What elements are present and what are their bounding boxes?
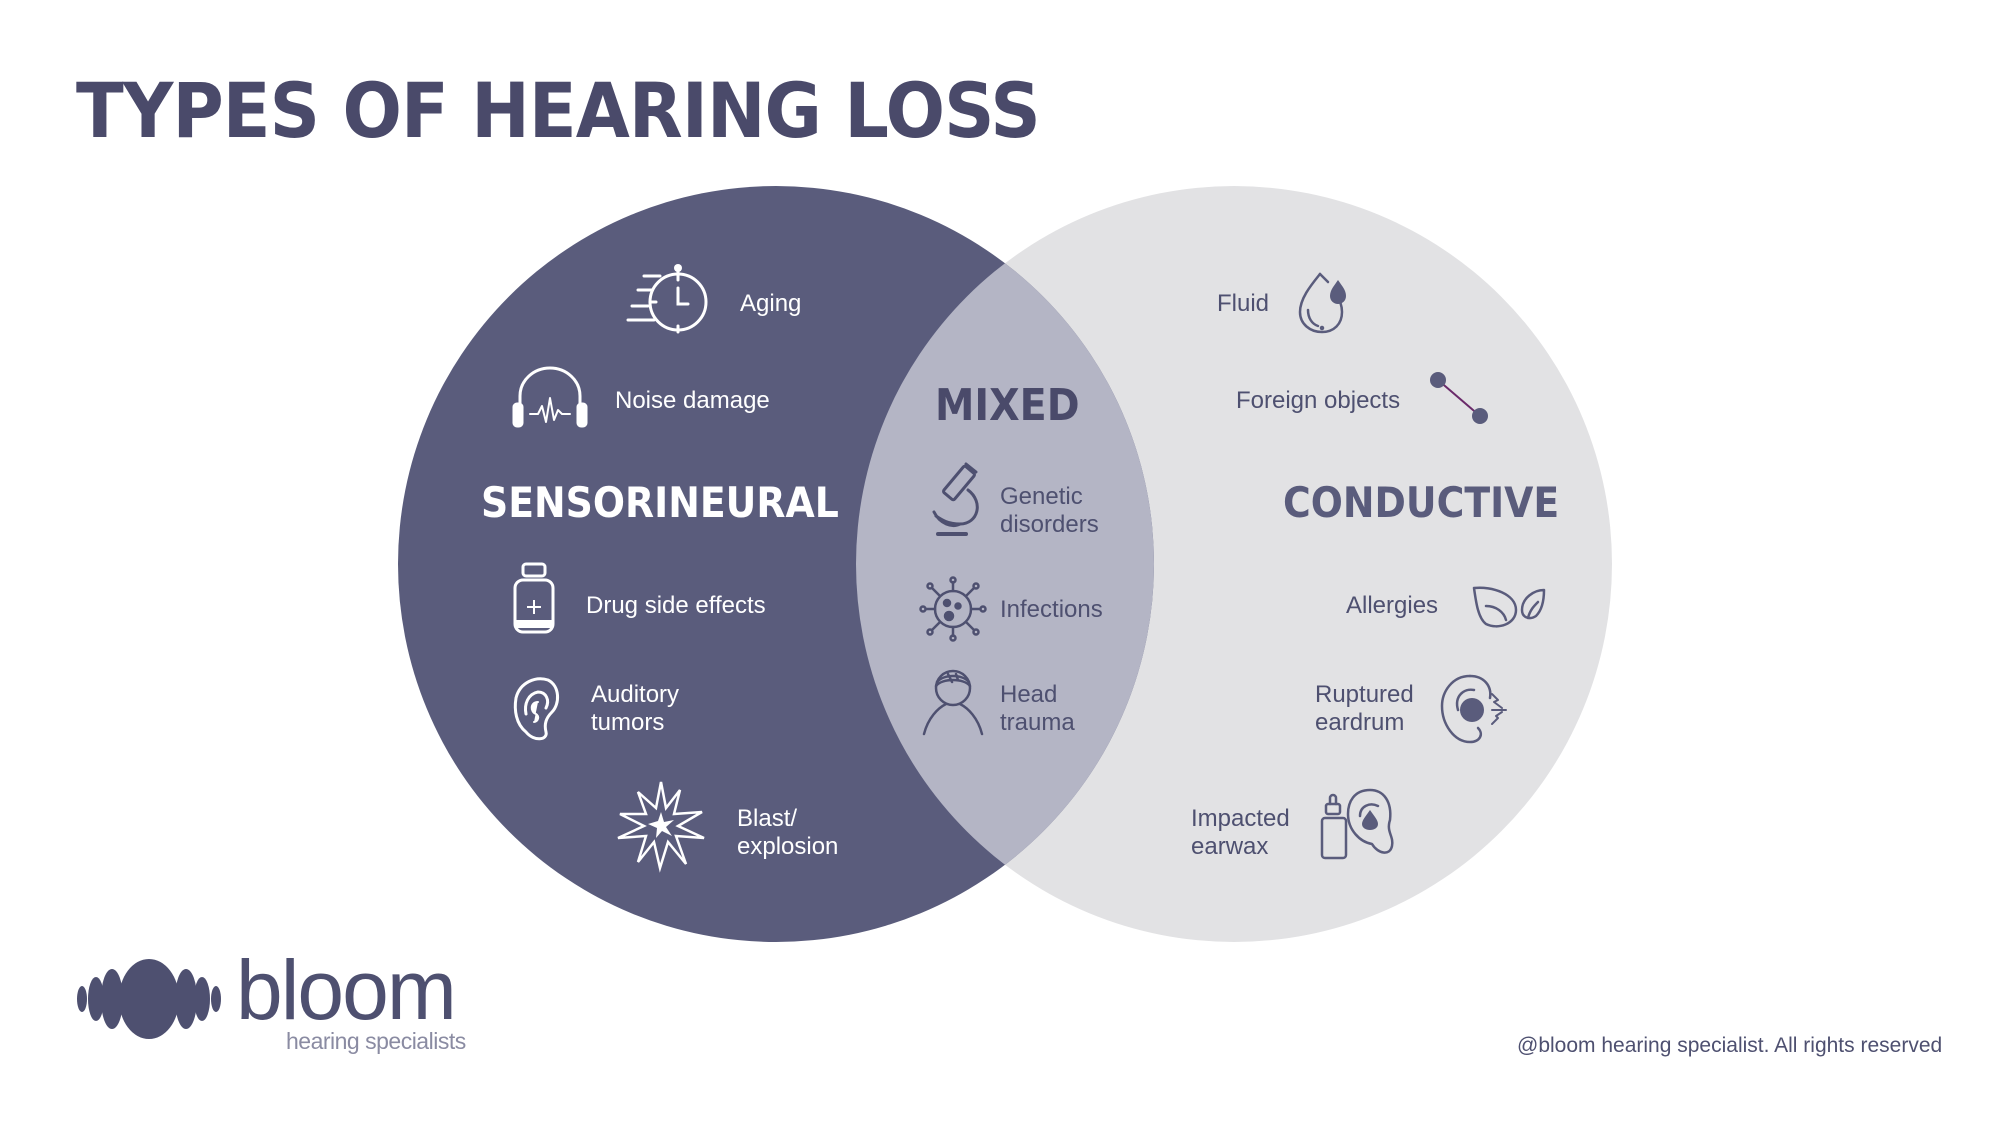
leaves-icon — [1472, 584, 1546, 630]
label-impacted-earwax: Impacted earwax — [1191, 805, 1290, 860]
label-noise-damage: Noise damage — [615, 387, 770, 414]
sensorineural-heading: SENSORINEURAL — [481, 478, 839, 527]
conductive-heading: CONDUCTIVE — [1283, 478, 1560, 527]
ear-icon — [512, 674, 562, 742]
ruptured-ear-icon — [1440, 672, 1514, 746]
label-drug-side-effects: Drug side effects — [586, 592, 766, 619]
label-blast-explosion: Blast/ explosion — [737, 805, 839, 860]
label-ruptured-eardrum: Ruptured eardrum — [1315, 681, 1414, 736]
label-auditory-tumors: Auditory tumors — [591, 681, 680, 736]
copyright-notice: @bloom hearing specialist. All rights re… — [1517, 1034, 1943, 1057]
stopwatch-icon — [626, 262, 714, 334]
ear-drops-icon — [1320, 786, 1396, 860]
label-fluid: Fluid — [1217, 290, 1270, 317]
medicine-bottle-icon — [513, 562, 555, 634]
foreign-object-icon — [1428, 370, 1490, 426]
microscope-icon — [926, 462, 984, 538]
bandaged-head-icon — [922, 668, 984, 736]
virus-icon — [918, 576, 988, 642]
page-title: TYPES OF HEARING LOSS — [76, 66, 1041, 155]
label-head-trauma: Head trauma — [1000, 681, 1075, 736]
label-infections: Infections — [1000, 596, 1103, 623]
headphones-icon — [512, 366, 588, 428]
logo-wordmark: bloom — [236, 943, 457, 1037]
mixed-heading: MIXED — [935, 380, 1080, 431]
water-drop-icon — [1298, 270, 1350, 334]
label-aging: Aging — [740, 290, 802, 317]
label-foreign-objects: Foreign objects — [1236, 387, 1401, 414]
label-genetic-disorders: Genetic disorders — [1000, 483, 1099, 538]
explosion-icon — [616, 780, 706, 873]
logo-tagline: hearing specialists — [286, 1028, 466, 1054]
label-allergies: Allergies — [1346, 592, 1439, 619]
mixed-overlap — [398, 186, 1154, 942]
bloom-logo-icon — [76, 958, 222, 1040]
